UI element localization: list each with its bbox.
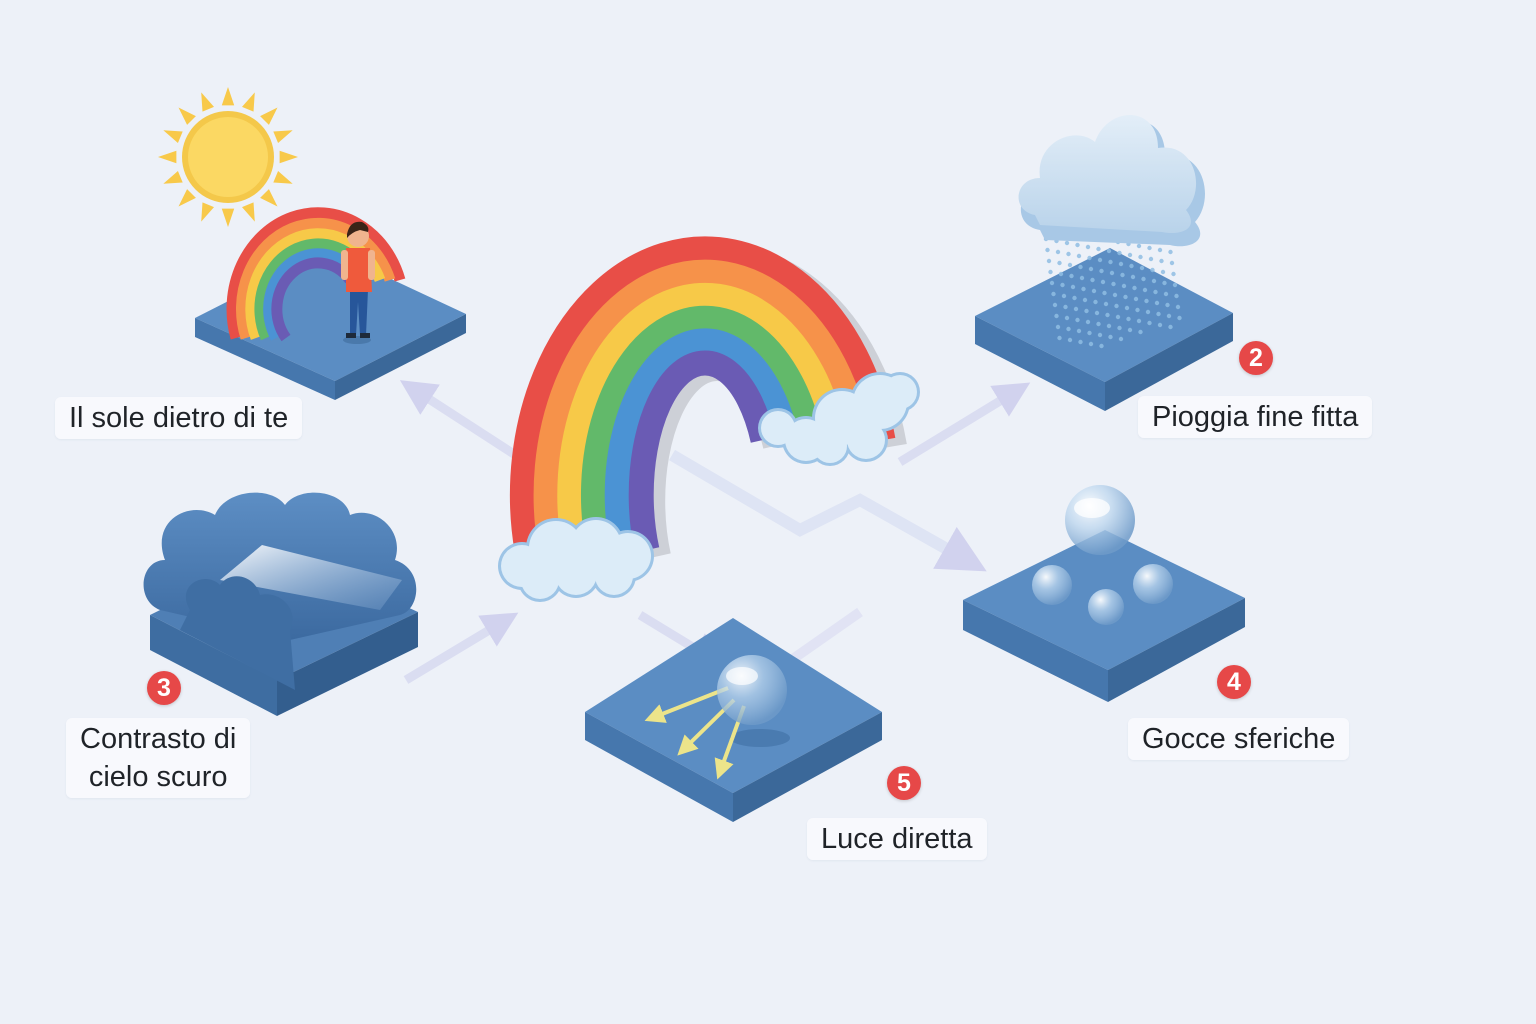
rainbow-icon-main — [509, 236, 907, 559]
small-rainbow-band — [226, 207, 406, 340]
rainbow-band — [628, 350, 776, 553]
arrow-from-contrast — [403, 612, 519, 684]
contrast-label: Contrasto di cielo scuro — [66, 718, 251, 798]
cloud-icon-right — [758, 372, 920, 466]
rainbow-band — [580, 305, 824, 553]
sun-label: Il sole dietro di te — [55, 397, 303, 439]
small-rainbow-band — [235, 217, 396, 340]
drops-label: Gocce sferiche — [1128, 718, 1350, 760]
arrow-to-rain — [897, 382, 1031, 466]
cloud-icon — [1018, 114, 1205, 247]
sun-icon — [158, 87, 298, 227]
rain-step-badge: 2 — [1239, 341, 1273, 375]
sun-platform — [195, 250, 466, 400]
flow-arrows — [399, 380, 1031, 684]
rainbow-band — [604, 328, 800, 553]
rainbow-band — [509, 236, 896, 553]
small-rainbow-band — [271, 257, 355, 342]
rain-platform — [975, 248, 1233, 411]
rainbow-band — [533, 259, 872, 553]
dark-cloud-icon — [143, 492, 417, 690]
arrow-to-sun — [399, 380, 523, 462]
rainbow-band — [557, 282, 848, 553]
light-step-badge: 5 — [887, 766, 921, 800]
light-label: Luce diretta — [807, 818, 987, 860]
droplet-icon — [1032, 485, 1173, 625]
contrast-step-badge: 3 — [147, 671, 181, 705]
drops-step-badge: 4 — [1217, 665, 1251, 699]
contrast-label-line-2: cielo scuro — [88, 761, 228, 793]
light-ray-icon — [644, 655, 790, 780]
light-platform — [585, 618, 882, 822]
cloud-icon-left — [498, 517, 654, 602]
contrast-label-line-1: Contrasto di — [80, 723, 237, 755]
arrow-light-to-drops — [668, 449, 987, 572]
rain-label: Pioggia fine fitta — [1138, 396, 1373, 438]
person-icon — [341, 221, 375, 344]
